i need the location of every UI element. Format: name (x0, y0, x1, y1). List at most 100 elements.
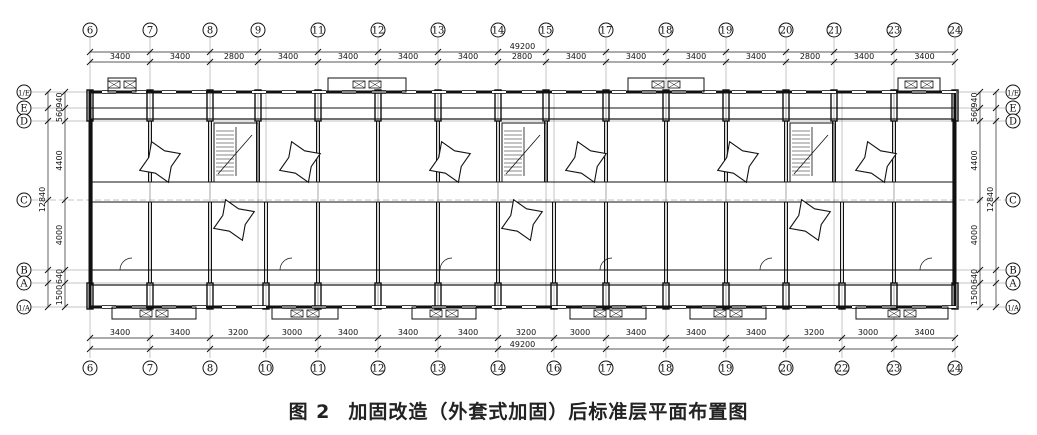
top-tick (951, 58, 959, 66)
axis-left-circle (16, 299, 32, 315)
ac-unit-cross (920, 80, 934, 89)
right-dim-label: 4000 (970, 225, 979, 245)
top-total-tick (890, 48, 898, 56)
top-dim-label: 3400 (110, 52, 130, 61)
top-tick (314, 58, 322, 66)
axis-bottom-text: 23 (888, 364, 901, 375)
bottom-total-tick (550, 345, 558, 353)
top-dim-label: 3400 (854, 52, 874, 61)
axis-bottom-text: 22 (836, 364, 849, 375)
axis-left-text: E (20, 104, 27, 115)
frame-column-bottom (206, 282, 214, 310)
left-total-tick (44, 196, 52, 204)
left-total-tick (44, 279, 52, 287)
axis-top-text: 12 (372, 26, 385, 37)
axis-left-circle (16, 113, 32, 129)
ac-unit-cross (352, 80, 366, 89)
axis-top-circle (658, 22, 674, 38)
ac-unit-cross (609, 309, 623, 318)
bottom-dim-label: 3200 (804, 328, 824, 337)
bottom-tick (434, 334, 442, 342)
bottom-tick (662, 334, 670, 342)
bottom-balcony (689, 306, 767, 320)
bottom-tick (602, 334, 610, 342)
bottom-tick (722, 334, 730, 342)
bottom-dim-label: 3400 (110, 328, 130, 337)
reinforced-core (138, 140, 182, 184)
bottom-dim-label: 3200 (228, 328, 248, 337)
axis-right-text: C (1009, 196, 1017, 207)
axis-top-circle (718, 22, 734, 38)
door-swing (599, 257, 613, 271)
frame-column-top (374, 89, 382, 122)
axis-bottom-text: 19 (720, 364, 733, 375)
left-total-tick (44, 88, 52, 96)
top-balcony (627, 77, 705, 93)
frame-column-top (86, 89, 94, 122)
axis-top-circle (202, 22, 218, 38)
axis-left-text: C (20, 196, 28, 207)
right-dim-label: 4400 (970, 150, 979, 170)
axis-bottom-text: 10 (260, 364, 273, 375)
axis-right-text: A (1008, 279, 1017, 290)
axis-right-text: 1/E (1007, 90, 1019, 98)
bottom-balcony (569, 306, 647, 320)
axis-bottom-circle (598, 360, 614, 376)
bottom-total-tick (494, 345, 502, 353)
axis-right-circle (1005, 113, 1021, 129)
right-total-tick (992, 117, 1000, 125)
axis-top-text: 7 (147, 26, 153, 37)
axis-top-text: 21 (828, 26, 841, 37)
top-total-tick (206, 48, 214, 56)
bottom-tick (146, 334, 154, 342)
bottom-dim-label: 3000 (282, 328, 302, 337)
axis-bottom-circle (658, 360, 674, 376)
reinforced-core (278, 140, 322, 184)
frame-column-bottom (262, 282, 270, 310)
door-swing (919, 257, 933, 271)
ac-unit-cross (139, 309, 153, 318)
frame-column-bottom (374, 282, 382, 310)
bottom-dim-label: 3400 (458, 328, 478, 337)
building-walls (86, 77, 959, 320)
frame-column-top (434, 89, 442, 122)
top-tick (830, 58, 838, 66)
right-total-tick (992, 104, 1000, 112)
axis-bottom-text: 14 (492, 364, 505, 375)
axis-left-text: 1/A (18, 305, 31, 313)
bottom-tick (494, 334, 502, 342)
bottom-tick (550, 334, 558, 342)
axis-top-text: 6 (87, 26, 93, 37)
frame-column-bottom (314, 282, 322, 310)
outer-wall (88, 90, 957, 309)
axis-top-text: 11 (312, 26, 325, 37)
axis-top-circle (370, 22, 386, 38)
right-tick (976, 196, 984, 204)
axis-bottom-text: 16 (548, 364, 561, 375)
bottom-total-tick (662, 345, 670, 353)
bottom-tick (374, 334, 382, 342)
reinforced-core (500, 198, 544, 242)
ac-unit-cross (667, 80, 681, 89)
right-dim-label: 1500 (970, 285, 979, 305)
axis-top-circle (778, 22, 794, 38)
axis-right-circle (1005, 84, 1021, 100)
right-total-label: 12840 (986, 187, 995, 212)
bottom-balcony (271, 306, 339, 320)
bottom-dim-label: 3000 (570, 328, 590, 337)
axis-top-text: 15 (540, 26, 553, 37)
left-tick (61, 303, 69, 311)
left-tick (61, 88, 69, 96)
axis-bottom-text: 13 (432, 364, 445, 375)
axis-right-text: D (1009, 117, 1017, 128)
top-dim-label: 3400 (914, 52, 934, 61)
axis-top-text: 9 (255, 26, 261, 37)
left-total-tick (44, 303, 52, 311)
reinforced-core (428, 140, 472, 184)
bottom-tick (838, 334, 846, 342)
right-dim-label: 940 (970, 92, 979, 107)
top-tick (206, 58, 214, 66)
bottom-tick (782, 334, 790, 342)
top-tick (782, 58, 790, 66)
